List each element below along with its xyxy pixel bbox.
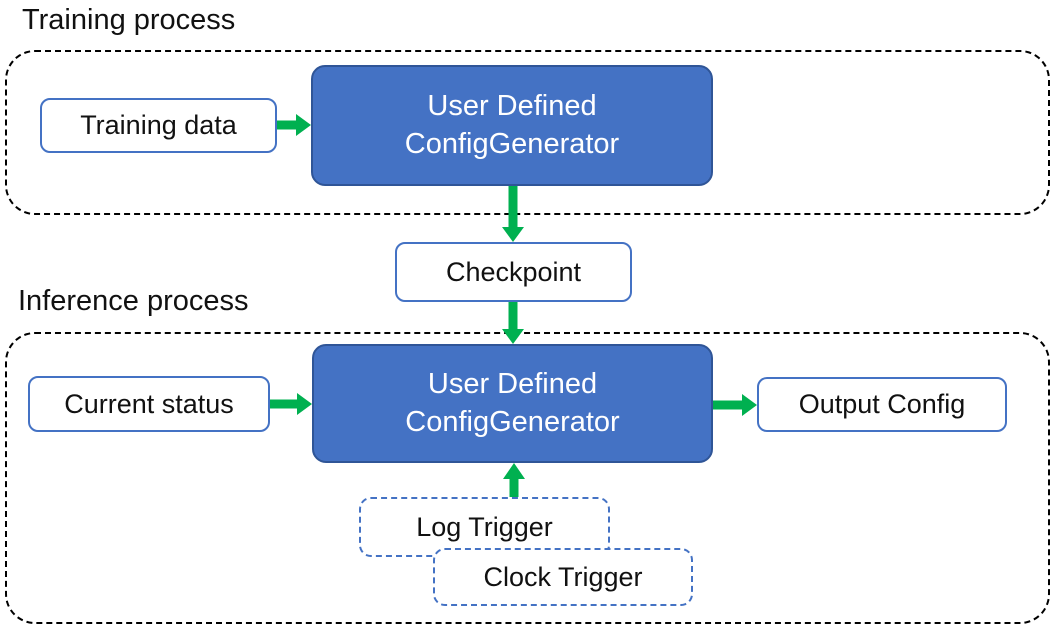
inference-config-generator-node: User Defined ConfigGenerator	[312, 344, 713, 463]
clock-trigger-label: Clock Trigger	[483, 561, 643, 592]
training-process-container	[5, 50, 1050, 215]
log-trigger-label: Log Trigger	[416, 511, 553, 542]
inference-process-container	[5, 332, 1050, 624]
output-config-node: Output Config	[757, 377, 1007, 432]
inference-process-label: Inference process	[18, 285, 249, 317]
training-config-generator-node: User Defined ConfigGenerator	[311, 65, 713, 186]
training-config-generator-line2: ConfigGenerator	[404, 127, 620, 160]
inference-config-generator-line2: ConfigGenerator	[405, 405, 620, 438]
log-trigger-node: Log Trigger	[359, 497, 610, 557]
output-config-label: Output Config	[798, 389, 966, 419]
training-config-generator-line1: User Defined	[427, 90, 597, 123]
training-data-node: Training data	[40, 98, 277, 153]
checkpoint-label: Checkpoint	[445, 256, 582, 287]
inference-config-generator-line1: User Defined	[427, 368, 598, 401]
current-status-label: Current status	[64, 388, 234, 419]
clock-trigger-node: Clock Trigger	[433, 548, 693, 606]
training-data-label: Training data	[80, 110, 237, 140]
training-process-label: Training process	[22, 4, 236, 36]
checkpoint-node: Checkpoint	[395, 242, 632, 302]
current-status-node: Current status	[28, 376, 270, 432]
